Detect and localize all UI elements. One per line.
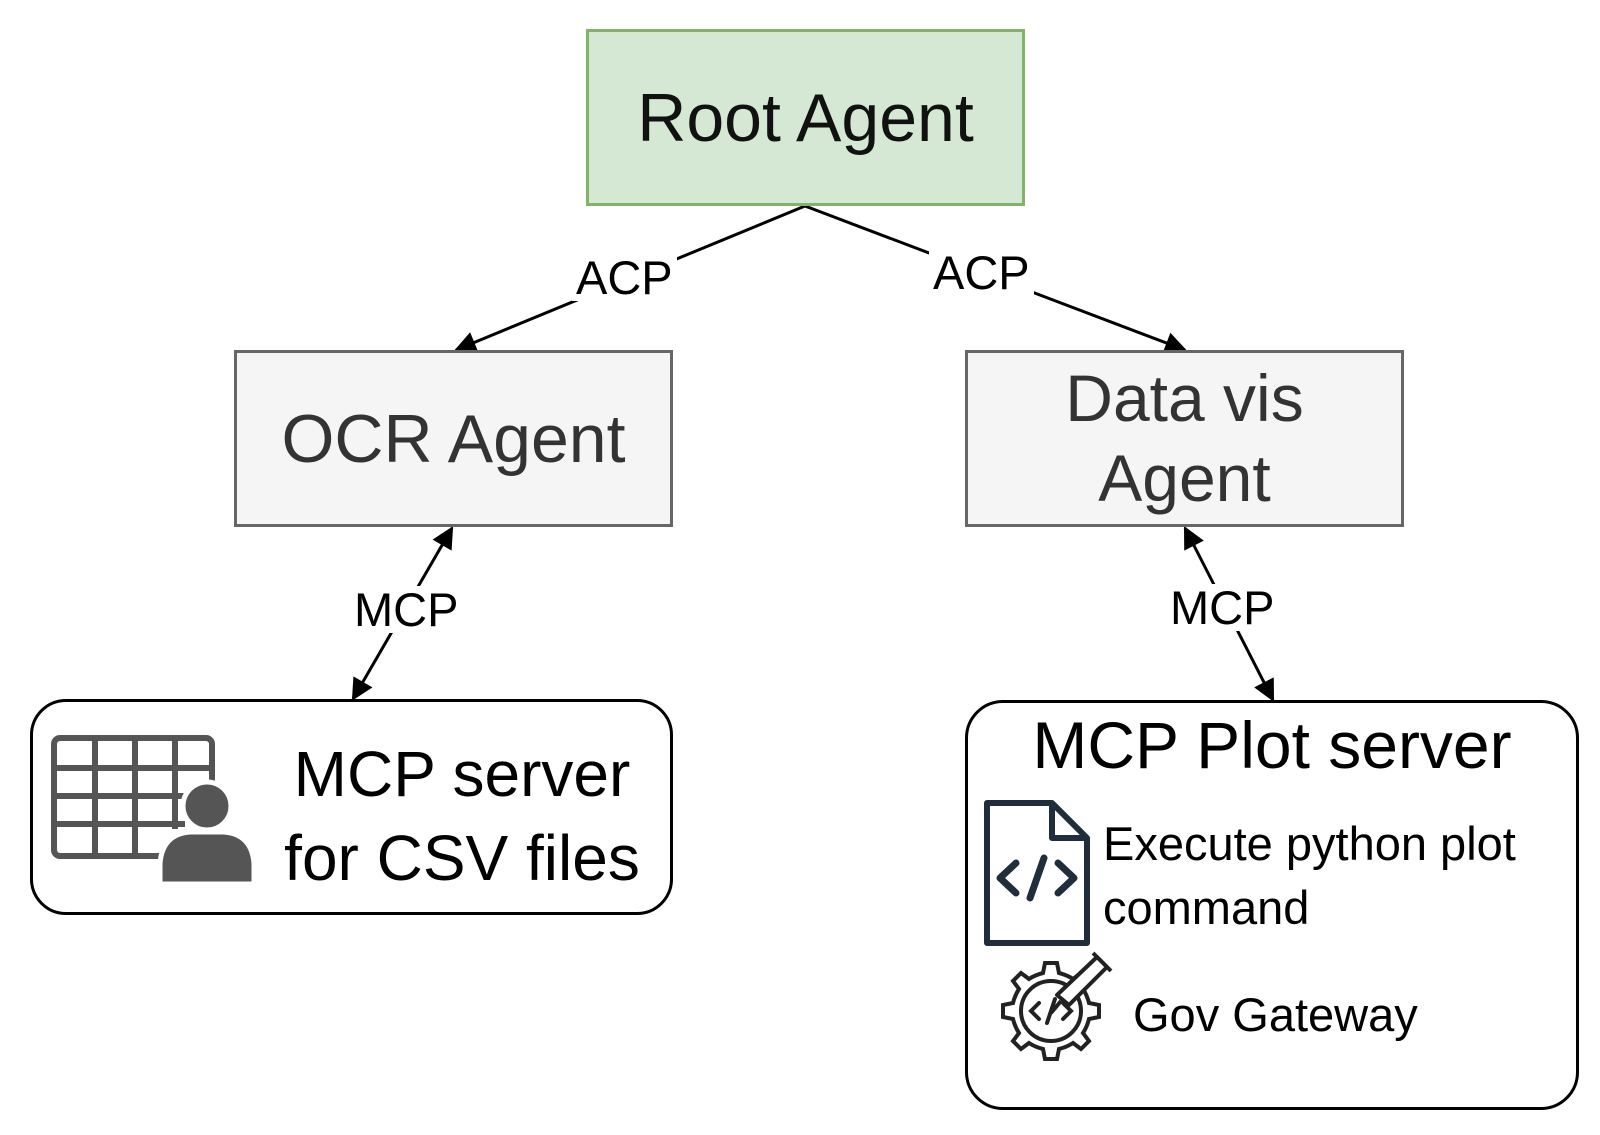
execute-plot-line2: command	[1103, 881, 1310, 934]
gear-code-icon	[1001, 951, 1113, 1061]
data-vis-agent-label-line2: Agent	[1098, 440, 1271, 515]
code-file-icon	[984, 800, 1090, 946]
csv-title-line1: MCP server	[293, 738, 631, 810]
mcp-csv-server-title: MCP server for CSV files	[259, 732, 665, 900]
mcp-plot-server-title: MCP Plot server	[1032, 708, 1512, 782]
table-user-icon	[51, 735, 255, 884]
ocr-agent-label: OCR Agent	[281, 400, 626, 477]
root-agent-label: Root Agent	[637, 79, 974, 156]
execute-plot-line1: Execute python plot	[1103, 817, 1516, 870]
edge-label-mcp-left: MCP	[350, 586, 463, 633]
execute-plot-item-label: Execute python plot command	[1103, 812, 1573, 940]
csv-title-line2: for CSV files	[284, 822, 640, 894]
data-vis-agent-label-line1: Data vis	[1065, 361, 1304, 436]
edge-label-acp-left: ACP	[572, 254, 677, 301]
root-agent-node[interactable]: Root Agent	[586, 29, 1025, 206]
mcp-csv-server-node[interactable]: MCP server for CSV files	[30, 699, 673, 915]
data-vis-agent-node[interactable]: Data vis Agent	[965, 350, 1404, 527]
edge-label-acp-right: ACP	[929, 249, 1034, 296]
ocr-agent-node[interactable]: OCR Agent	[234, 350, 673, 527]
gov-gateway-label: Gov Gateway	[1133, 988, 1418, 1041]
mcp-plot-server-node[interactable]: MCP Plot server Execute python plot comm…	[965, 700, 1579, 1110]
edge-label-mcp-right: MCP	[1166, 584, 1279, 631]
